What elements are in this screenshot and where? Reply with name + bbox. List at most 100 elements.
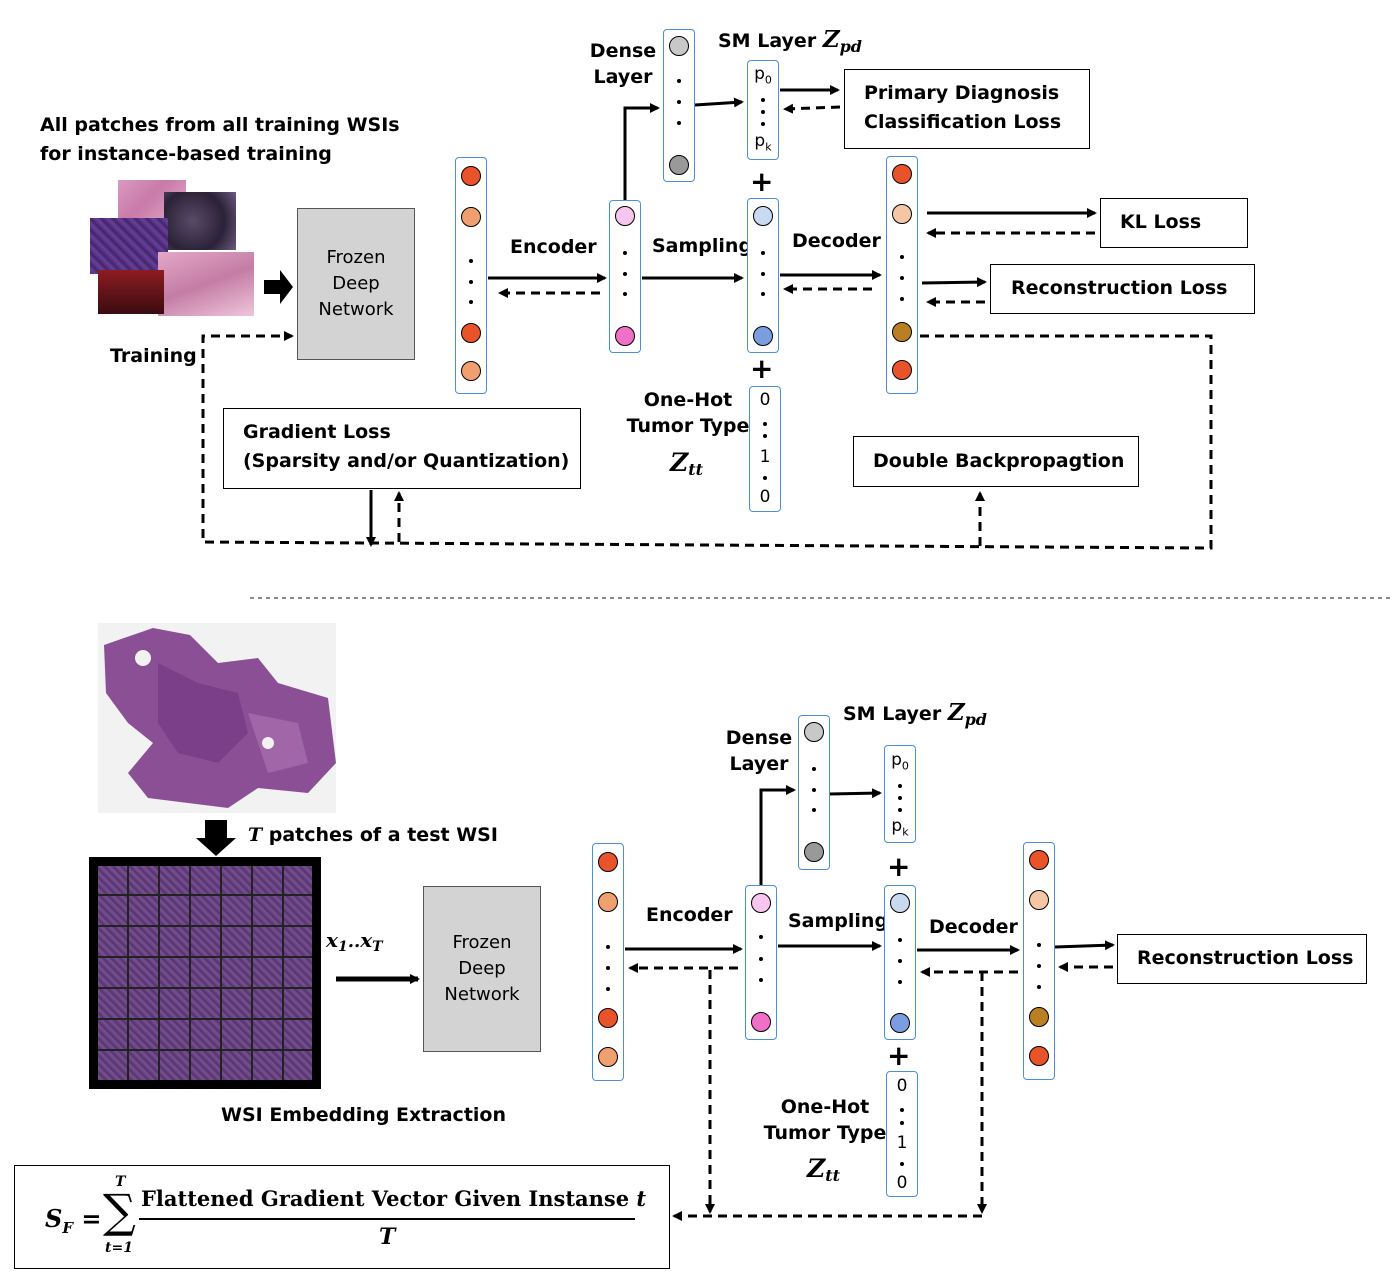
primary-loss-line-2: Classification Loss — [864, 111, 1062, 133]
onehot-value: 0 — [896, 1076, 908, 1096]
formula-lhs: SF = — [45, 1204, 102, 1237]
reconstruction-loss-box-bottom: Reconstruction Loss — [1117, 934, 1367, 984]
sampling-label-bottom: Sampling — [788, 910, 889, 932]
caption-patches-line1: All patches from all training WSIs — [40, 114, 400, 136]
onehot-value: 1 — [896, 1133, 908, 1153]
plus-sign: + — [750, 352, 774, 385]
decoder-label-top: Decoder — [792, 230, 881, 252]
training-label: Training — [110, 345, 197, 367]
pk-label: pk — [891, 816, 909, 839]
node — [669, 155, 689, 175]
node — [892, 322, 912, 342]
node — [669, 36, 689, 56]
x1-xT-label: x1..xT — [326, 928, 383, 956]
dense-line-2: Layer — [593, 66, 653, 88]
node — [1029, 850, 1049, 870]
node — [890, 893, 910, 913]
frozen-line-1: Frozen — [326, 247, 386, 268]
onehot-label-bottom: One-Hot Tumor Type — [759, 1094, 891, 1146]
node — [804, 722, 824, 742]
recon-loss-label: Reconstruction Loss — [1011, 277, 1228, 299]
onehot-value: 1 — [759, 447, 771, 467]
sum-sign: ∑ — [103, 1184, 136, 1238]
node — [890, 1013, 910, 1033]
frozen-line-2: Deep — [458, 958, 506, 979]
z-tt-label-top: Ztt — [670, 448, 704, 480]
node — [461, 361, 481, 381]
gradient-loss-line-2: (Sparsity and/or Quantization) — [243, 450, 570, 472]
node — [598, 1008, 618, 1028]
sum-upper: T — [115, 1174, 126, 1190]
p0-label: p0 — [754, 64, 772, 87]
onehot-vector-top — [749, 386, 781, 512]
onehot-value: 0 — [759, 390, 771, 410]
test-wsi-thumbnail — [98, 623, 336, 813]
decoder-label-bottom: Decoder — [929, 916, 1018, 938]
decoder-output-bottom — [1023, 842, 1055, 1080]
node — [804, 842, 824, 862]
node — [753, 206, 773, 226]
reconstruction-loss-box-top: Reconstruction Loss — [990, 264, 1255, 314]
test-patch-grid — [89, 857, 321, 1089]
formula-numerator: Flattened Gradient Vector Given Instanse… — [141, 1186, 647, 1211]
node — [1029, 890, 1049, 910]
z-pd-symbol: Z — [822, 26, 840, 53]
node — [461, 323, 481, 343]
onehot-line-1: One-Hot — [780, 1096, 870, 1118]
encoder-label-top: Encoder — [510, 236, 597, 258]
node — [598, 1047, 618, 1067]
dense-line-2: Layer — [729, 753, 789, 775]
onehot-label-top: One-Hot Tumor Type — [622, 387, 754, 439]
node — [615, 206, 635, 226]
training-patches-image — [88, 178, 258, 318]
sm-layer-bottom — [884, 745, 916, 843]
gradient-loss-line-1: Gradient Loss — [243, 421, 391, 443]
frozen-network-bottom: Frozen Deep Network — [423, 886, 541, 1052]
onehot-vector-bottom — [886, 1071, 918, 1197]
double-bp-label: Double Backpropagtion — [873, 450, 1125, 472]
node — [751, 1012, 771, 1032]
onehot-line-1: One-Hot — [643, 389, 733, 411]
decoder-output-top — [886, 156, 918, 394]
dense-layer-label-top: Dense Layer — [588, 38, 658, 90]
input-layer-bottom — [592, 843, 624, 1081]
formula-denominator: T — [379, 1224, 396, 1250]
plus-sign: + — [887, 850, 911, 883]
node — [598, 852, 618, 872]
frozen-line-3: Network — [318, 299, 394, 320]
dense-layer-label-bottom: Dense Layer — [724, 725, 794, 777]
onehot-value: 0 — [759, 487, 771, 507]
dense-line-1: Dense — [725, 727, 793, 749]
frozen-line-3: Network — [444, 984, 520, 1005]
node — [461, 207, 481, 227]
node — [892, 204, 912, 224]
input-layer-top — [455, 157, 487, 394]
primary-diagnosis-loss-box: Primary Diagnosis Classification Loss — [844, 69, 1090, 149]
encoder-label-bottom: Encoder — [646, 904, 733, 926]
sum-lower: t=1 — [105, 1240, 133, 1256]
wsi-embedding-caption: WSI Embedding Extraction — [221, 1104, 506, 1126]
node — [1029, 1007, 1049, 1027]
plus-sign: + — [750, 165, 774, 198]
sm-layer-text: SM Layer — [718, 30, 823, 52]
gradient-loss-box: Gradient Loss (Sparsity and/or Quantizat… — [223, 408, 581, 489]
caption-patches-line2: for instance-based training — [40, 143, 332, 165]
pk-label: pk — [754, 131, 772, 154]
node — [1029, 1046, 1049, 1066]
node — [892, 360, 912, 380]
onehot-line-2: Tumor Type — [763, 1122, 887, 1144]
primary-loss-line-1: Primary Diagnosis — [864, 82, 1060, 104]
score-formula-box: SF = T ∑ t=1 Flattened Gradient Vector G… — [14, 1165, 670, 1269]
frozen-line-2: Deep — [332, 273, 380, 294]
fraction-bar — [139, 1218, 635, 1220]
plus-sign: + — [887, 1039, 911, 1072]
onehot-value: 0 — [896, 1173, 908, 1193]
frozen-network-top: Frozen Deep Network — [297, 208, 415, 360]
sm-layer-label-bottom: SM Layer Zpd — [843, 699, 987, 729]
node — [615, 326, 635, 346]
frozen-line-1: Frozen — [452, 932, 512, 953]
z-tt-label-bottom: Ztt — [807, 1154, 841, 1186]
sm-layer-label-top: SM Layer Zpd — [718, 27, 862, 60]
node — [892, 164, 912, 184]
